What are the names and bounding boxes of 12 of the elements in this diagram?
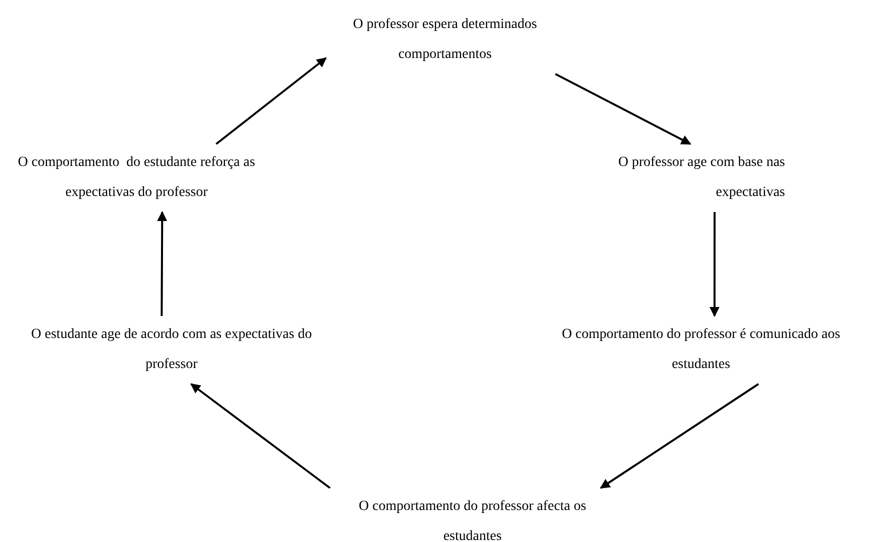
step-text: O comportamento do estudante reforça as expectativas do professor (8, 148, 265, 208)
step-text: O comportamento do professor é comunicado aos estudantes (532, 320, 870, 380)
arrow (190, 383, 331, 489)
arrow (216, 57, 327, 145)
arrow (600, 383, 760, 489)
step-text: O professor espera determinados comportamentos (330, 10, 560, 70)
step-text: O professor age com base nas expectativas (565, 148, 785, 208)
step-text: O comportamento do professor afecta os estudantes (330, 492, 615, 542)
arrow (554, 73, 692, 145)
step-text: O estudante age de acordo com as expectativas do professor (8, 320, 335, 380)
arrow (157, 211, 168, 316)
arrow (710, 212, 720, 317)
